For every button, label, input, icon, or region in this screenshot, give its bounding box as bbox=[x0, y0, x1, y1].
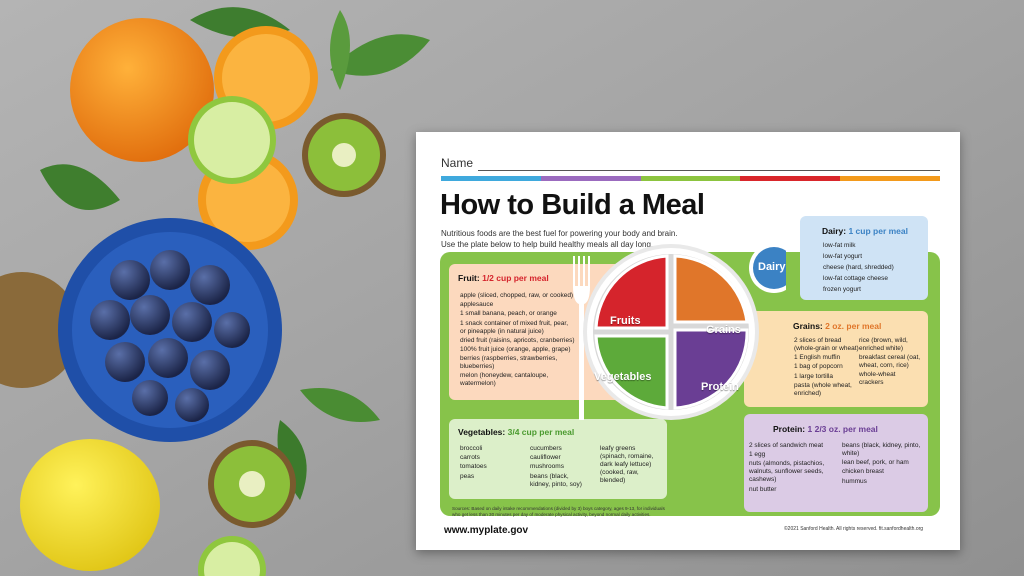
plate-label-fruits: Fruits bbox=[610, 315, 641, 327]
fork-icon bbox=[573, 256, 590, 420]
protein-col2: beans (black, kidney, pinto, white) lean… bbox=[842, 442, 921, 485]
grains-heading: Grains: 2 oz. per meal bbox=[793, 321, 882, 331]
plate-label-dairy: Dairy bbox=[758, 261, 786, 273]
plate-label-vegetables: Vegetables bbox=[594, 371, 652, 383]
vegetables-col3: leafy greens (spinach, romaine, dark lea… bbox=[600, 445, 654, 484]
fruit-list: apple (sliced, chopped, raw, or cooked) … bbox=[460, 292, 575, 388]
plate-grains-segment bbox=[673, 254, 749, 324]
intro-text: Nutritious foods are the best fuel for p… bbox=[441, 229, 678, 249]
vegetables-heading: Vegetables: 3/4 cup per meal bbox=[458, 427, 575, 437]
vegetables-panel bbox=[449, 419, 667, 499]
plate-fruits-segment bbox=[594, 254, 669, 330]
color-stripes bbox=[441, 176, 940, 181]
footer-url: www.myplate.gov bbox=[444, 525, 529, 536]
myplate-graphic bbox=[573, 243, 786, 420]
plate-protein-segment bbox=[673, 328, 749, 410]
protein-panel bbox=[744, 414, 928, 512]
fruit-heading: Fruit: 1/2 cup per meal bbox=[458, 273, 549, 283]
plate-label-protein: Protein bbox=[701, 381, 739, 393]
protein-heading: Protein: 1 2/3 oz. per meal bbox=[773, 424, 878, 434]
meal-worksheet: Name How to Build a Meal Nutritious food… bbox=[416, 132, 960, 550]
protein-col1: 2 slices of sandwich meat 1 egg nuts (al… bbox=[749, 442, 825, 493]
vegetables-col2: cucumbers cauliflower mushrooms beans (b… bbox=[530, 445, 582, 488]
plate-label-grains: Grains bbox=[706, 324, 741, 336]
grains-panel bbox=[744, 311, 928, 407]
name-label: Name bbox=[441, 156, 474, 170]
dairy-heading: Dairy: 1 cup per meal bbox=[822, 226, 908, 236]
grains-col2: rice (brown, wild, enriched white) break… bbox=[859, 337, 921, 387]
dairy-panel bbox=[800, 216, 928, 300]
vegetables-col1: broccoli carrots tomatoes peas bbox=[460, 445, 487, 480]
grains-col1: 2 slices of bread (whole-grain or wheat)… bbox=[794, 337, 859, 397]
name-line bbox=[478, 170, 940, 171]
plate-vegetables-segment bbox=[594, 334, 669, 410]
dairy-list: low-fat milk low-fat yogurt cheese (hard… bbox=[823, 242, 894, 293]
page-title: How to Build a Meal bbox=[440, 189, 705, 221]
footer-copyright: ©2021 Sanford Health. All rights reserve… bbox=[784, 526, 924, 532]
sources-note: Sources: Based on daily intake recommend… bbox=[452, 506, 665, 517]
